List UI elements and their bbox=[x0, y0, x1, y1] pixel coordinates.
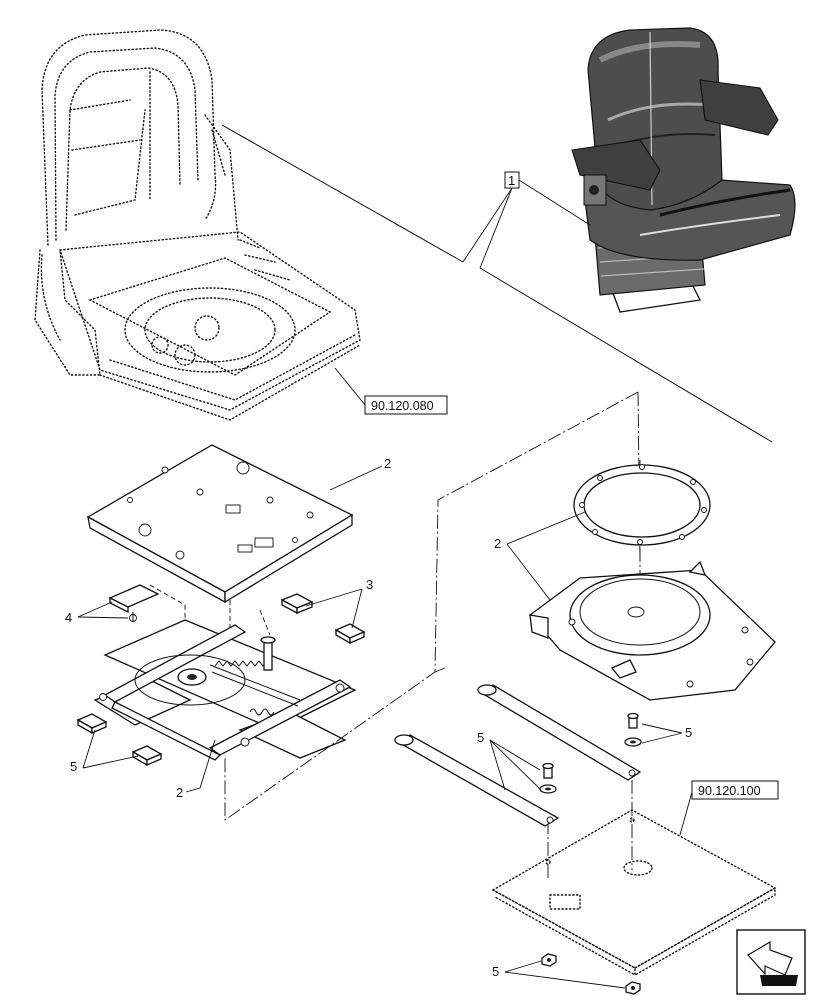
bolt-washer-right bbox=[624, 712, 642, 747]
floor-plate-dotted bbox=[491, 809, 777, 977]
callout-swivel-slide: 2 bbox=[176, 785, 183, 800]
arrow-icon[interactable] bbox=[736, 929, 806, 995]
ring-gasket bbox=[573, 464, 711, 546]
center-axis-floor bbox=[547, 780, 633, 880]
guide-line-seat-to-frame bbox=[221, 124, 464, 263]
leader-fastener-4 bbox=[77, 601, 129, 619]
callout-bolts-washers-left: 5 bbox=[477, 730, 484, 745]
swivel-slide-mechanism bbox=[93, 619, 357, 761]
callout-bolts-washers-right: 5 bbox=[685, 725, 692, 740]
callout-guide-blocks: 5 bbox=[70, 759, 77, 774]
reference-floor-group: 90.120.100 bbox=[679, 780, 779, 836]
callout-ring-adapter: 2 bbox=[494, 536, 501, 551]
reference-floor-plate: 90.120.100 bbox=[698, 784, 761, 798]
leader-bolts-right bbox=[641, 723, 683, 744]
guide-blocks-left bbox=[76, 713, 163, 767]
callout-fastener-4: 4 bbox=[65, 610, 72, 625]
complete-seat-illustration bbox=[571, 27, 796, 313]
leader-guide-blocks bbox=[82, 729, 139, 769]
leader-top-plate bbox=[329, 465, 383, 491]
leader-ring-adapter bbox=[506, 511, 586, 601]
leader-nuts-bottom bbox=[504, 960, 626, 989]
leader-swivel-slide bbox=[185, 739, 216, 793]
nuts-bottom bbox=[541, 953, 641, 995]
callout-slide-blocks: 3 bbox=[366, 577, 373, 592]
seat-frame-dotted bbox=[34, 29, 361, 421]
bolt-washer-left bbox=[539, 762, 557, 794]
adapter-plate bbox=[529, 560, 776, 701]
callout-top-plate: 2 bbox=[384, 456, 391, 471]
callout-1-group: 1 bbox=[462, 171, 591, 269]
bracket-with-screw bbox=[108, 584, 160, 622]
leader-slide-blocks bbox=[305, 588, 363, 629]
callout-seat-assembly: 1 bbox=[508, 173, 515, 188]
slide-blocks-pair bbox=[280, 593, 366, 645]
leader-bolts-left bbox=[489, 739, 541, 791]
reference-frame-group: 90.120.080 bbox=[334, 367, 448, 415]
mounting-straps bbox=[394, 684, 642, 827]
reference-seat-frame: 90.120.080 bbox=[371, 399, 434, 413]
guide-line-seat-to-adapter bbox=[479, 267, 773, 443]
callout-nuts-bottom: 5 bbox=[492, 964, 499, 979]
alignment-lines-top bbox=[149, 584, 271, 636]
top-mounting-plate bbox=[86, 444, 354, 604]
